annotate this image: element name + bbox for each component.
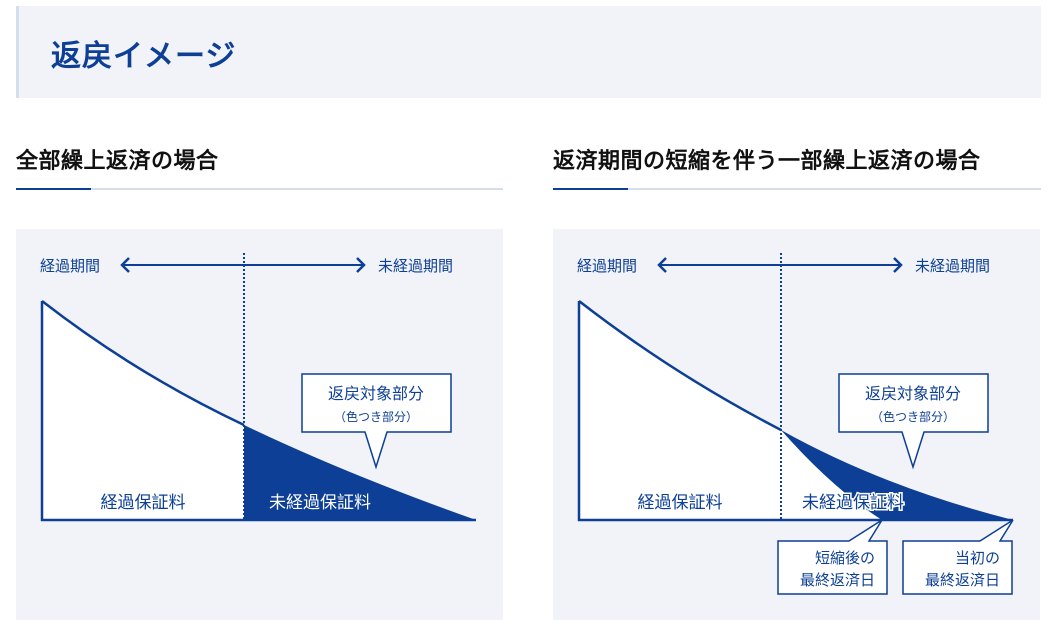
page-title: 返戻イメージ <box>51 39 237 74</box>
refund-area <box>781 430 1013 520</box>
elapsed-area <box>42 301 244 520</box>
section-title-full-prepayment: 全部繰上返済の場合 <box>16 149 219 174</box>
shortened-final-date-callout: 短縮後の 最終返済日 <box>777 519 888 595</box>
section-divider <box>553 188 1041 190</box>
elapsed-fee-label: 経過保証料 <box>638 493 723 513</box>
section-divider-accent <box>553 188 628 190</box>
elapsed-fee-label: 経過保証料 <box>101 493 186 513</box>
section-divider <box>16 188 503 190</box>
refund-callout: 返戻対象部分 （色つき部分） <box>301 373 452 470</box>
unelapsed-period-label: 未経過期間 <box>915 257 990 275</box>
diagram-partial-prepayment: 経過期間 未経過期間 経過保証料 未経過保証料 返戻対象部分 （色つき部分） 短… <box>553 229 1040 620</box>
arrow-right-icon <box>893 257 903 273</box>
arrow-left-icon <box>657 257 667 273</box>
callout-subtitle: （色つき部分） <box>334 409 418 424</box>
arrow-left-icon <box>120 257 130 273</box>
page-header: 返戻イメージ <box>16 6 1041 98</box>
section-title-partial-prepayment: 返済期間の短縮を伴う一部繰上返済の場合 <box>553 149 981 174</box>
diagram-full-prepayment: 経過期間 未経過期間 経過保証料 未経過保証料 返戻対象部分 （色つき部分） <box>16 229 503 620</box>
section-divider-accent <box>16 188 91 190</box>
refund-callout: 返戻対象部分 （色つき部分） <box>838 373 989 470</box>
unelapsed-period-label: 未経過期間 <box>378 257 453 275</box>
refund-area <box>244 425 476 520</box>
elapsed-period-label: 経過期間 <box>40 257 100 275</box>
original-final-date-callout: 当初の 最終返済日 <box>902 519 1014 595</box>
callout-line2: 最終返済日 <box>800 571 875 589</box>
callout-title: 返戻対象部分 <box>328 384 424 403</box>
unelapsed-fee-label: 未経過保証料 <box>802 493 904 513</box>
callout-line1: 短縮後の <box>815 549 875 567</box>
callout-subtitle: （色つき部分） <box>871 409 955 424</box>
elapsed-period-label: 経過期間 <box>577 257 637 275</box>
arrow-right-icon <box>356 257 366 273</box>
callout-line1: 当初の <box>955 549 1000 567</box>
unelapsed-fee-label: 未経過保証料 <box>269 493 371 513</box>
callout-title: 返戻対象部分 <box>865 384 961 403</box>
callout-line2: 最終返済日 <box>925 571 1000 589</box>
